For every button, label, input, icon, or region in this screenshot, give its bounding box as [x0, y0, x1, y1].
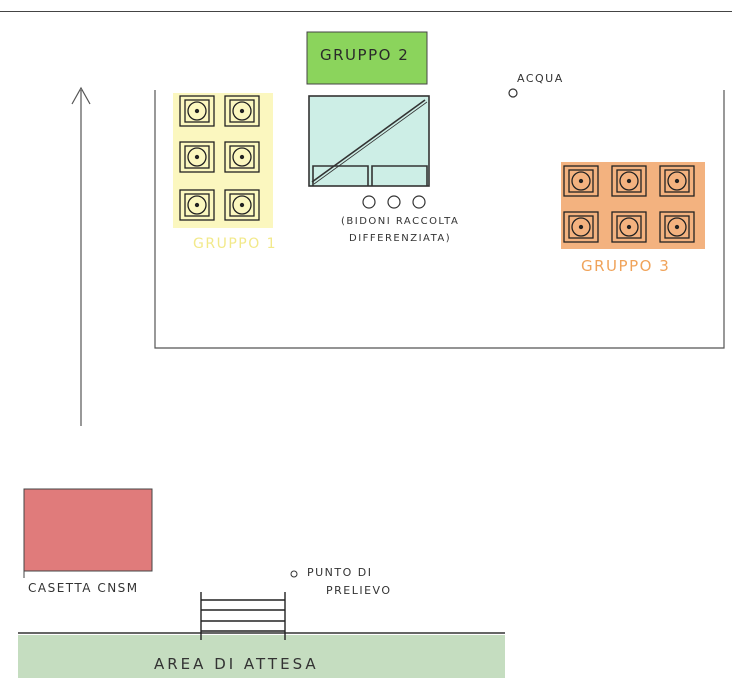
bins-label-line2: DIFFERENZIATA)	[349, 233, 452, 244]
tent-icon	[179, 189, 215, 221]
container-icon	[308, 95, 430, 187]
tent-icon	[563, 211, 599, 243]
tent-icon	[611, 165, 647, 197]
casetta-building	[23, 488, 153, 572]
group-3-tents	[563, 165, 695, 243]
tent-icon	[611, 211, 647, 243]
tent-icon	[224, 189, 260, 221]
group-2-box	[306, 31, 428, 85]
group-1-label: GRUPPO 1	[193, 236, 278, 252]
sample-point-label-line2: PRELIEVO	[326, 584, 392, 597]
tent-icon	[563, 165, 599, 197]
group-3-label: GRUPPO 3	[581, 257, 671, 275]
tent-icon	[659, 211, 695, 243]
top-divider	[0, 11, 732, 12]
water-label: ACQUA	[517, 72, 564, 85]
sample-point-icon	[290, 570, 298, 578]
group-1-tents	[179, 95, 260, 221]
gate-icon	[200, 592, 286, 640]
group-2-label: GRUPPO 2	[320, 46, 410, 64]
up-arrow-icon	[71, 86, 91, 426]
tent-icon	[659, 165, 695, 197]
waiting-area	[18, 635, 505, 678]
waiting-area-label: AREA DI ATTESA	[154, 655, 319, 673]
sample-point-label-line1: PUNTO DI	[307, 566, 373, 579]
casetta-label: CASETTA CNSM	[28, 581, 139, 595]
tent-icon	[179, 95, 215, 127]
field-outline	[154, 90, 725, 349]
tent-icon	[179, 141, 215, 173]
tent-icon	[224, 141, 260, 173]
tent-icon	[224, 95, 260, 127]
water-point-icon	[508, 88, 518, 98]
bins-label-line1: (BIDONI RACCOLTA	[341, 216, 460, 227]
bin-icon	[362, 195, 426, 209]
